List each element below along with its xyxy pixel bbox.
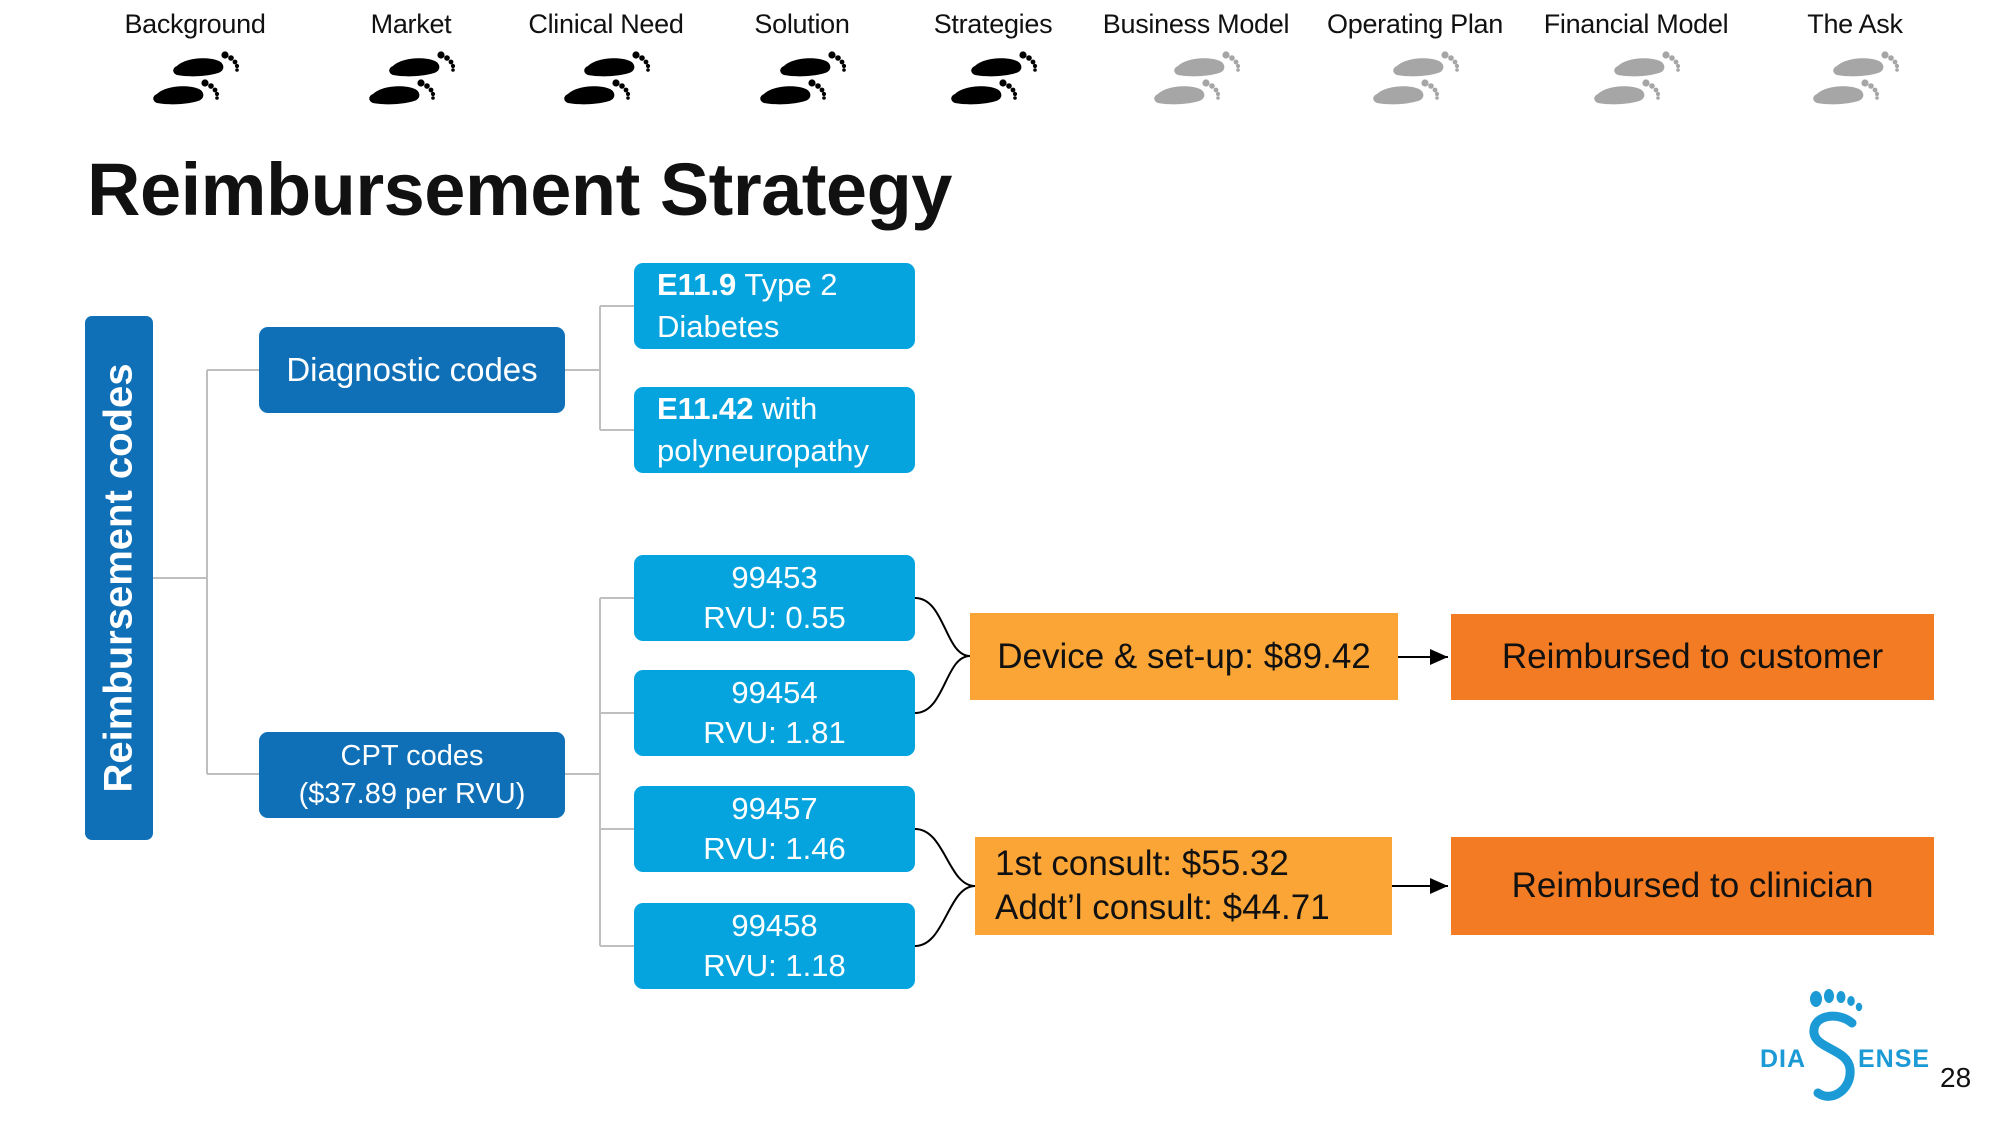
footprints-icon: [1373, 51, 1460, 105]
cpt-code-99454: 99454 RVU: 1.81: [634, 670, 915, 756]
connector-cpt: [565, 597, 634, 947]
nav-step-label: Clinical Need: [528, 9, 684, 39]
nav-step-label: Business Model: [1102, 9, 1290, 39]
nav-step-operating-plan: Operating Plan: [1305, 4, 1525, 114]
nav-step-label: Background: [124, 9, 266, 39]
brace-device: [914, 597, 971, 714]
nav-step-label: Financial Model: [1543, 9, 1729, 39]
logo-text-left: DIA: [1760, 1045, 1807, 1073]
footprints-icon: [1594, 51, 1681, 105]
root-label: Reimbursement codes: [96, 363, 141, 793]
footprints-icon: [564, 51, 651, 105]
code-id: E11.9: [657, 267, 737, 302]
cpt-code-99457: 99457 RVU: 1.46: [634, 786, 915, 872]
nav-step-business-model: Business Model: [1086, 4, 1306, 114]
cpt-code-id: 99454: [731, 675, 818, 710]
reimbursed-label: Reimbursed to clinician: [1511, 866, 1874, 905]
page-title: Reimbursement Strategy: [87, 148, 952, 231]
diasense-logo: DIA ENSE: [1748, 985, 1931, 1117]
cpt-code-id: 99453: [731, 560, 818, 595]
cpt-code-rvu: RVU: 1.81: [703, 715, 846, 750]
page-number: 28: [1940, 1062, 1972, 1093]
code-desc-line1: with: [762, 391, 818, 426]
nav-step-the-ask: The Ask: [1745, 4, 1965, 114]
footprints-icon: [1813, 51, 1900, 105]
connector-root: [153, 369, 259, 775]
amount-line1: 1st consult: $55.32: [995, 844, 1289, 883]
reimbursed-to-clinician: Reimbursed to clinician: [1451, 837, 1934, 935]
code-desc-line1: Type 2: [744, 267, 838, 302]
footprints-icon: [1154, 51, 1241, 105]
category-label-line2: ($37.89 per RVU): [298, 778, 526, 810]
nav-step-background: Background: [85, 4, 305, 114]
amount-line2: Addt’l consult: $44.71: [995, 888, 1330, 927]
cpt-code-id: 99458: [731, 908, 818, 943]
category-cpt-codes: CPT codes ($37.89 per RVU): [259, 732, 565, 818]
nav-step-label: Strategies: [933, 9, 1053, 39]
category-label: Diagnostic codes: [286, 351, 538, 388]
nav-step-solution: Solution: [692, 4, 912, 114]
nav-step-strategies: Strategies: [883, 4, 1103, 114]
code-desc-line2: polyneuropathy: [657, 433, 869, 468]
progress-nav: Background Market Clinical Need Solution…: [0, 0, 2000, 120]
nav-step-label: The Ask: [1807, 9, 1903, 39]
nav-step-label: Solution: [754, 9, 850, 39]
cpt-code-99453: 99453 RVU: 0.55: [634, 555, 915, 641]
amount-consult: 1st consult: $55.32 Addt’l consult: $44.…: [975, 837, 1392, 935]
brace-consult: [914, 828, 976, 947]
category-diagnostic-codes: Diagnostic codes: [259, 327, 565, 413]
cpt-code-rvu: RVU: 0.55: [703, 600, 846, 635]
amount-device-setup: Device & set-up: $89.42: [970, 613, 1398, 700]
nav-step-financial-model: Financial Model: [1526, 4, 1746, 114]
cpt-code-rvu: RVU: 1.46: [703, 831, 846, 866]
cpt-code-id: 99457: [731, 791, 818, 826]
foot-s-logo-icon: [1809, 989, 1863, 1101]
nav-step-market: Market: [301, 4, 521, 114]
amount-label: Device & set-up: $89.42: [997, 636, 1371, 676]
nav-step-clinical-need: Clinical Need: [496, 4, 716, 114]
category-label-line1: CPT codes: [340, 740, 484, 772]
footprints-icon: [760, 51, 847, 105]
diagnostic-code-e11-9: E11.9 Type 2 Diabetes: [634, 263, 915, 349]
code-id: E11.42: [657, 391, 754, 426]
logo-text-right: ENSE: [1858, 1045, 1931, 1073]
root-node-reimbursement-codes: Reimbursement codes: [85, 316, 153, 840]
reimbursed-label: Reimbursed to customer: [1501, 637, 1884, 676]
nav-step-label: Market: [370, 9, 452, 39]
footprints-icon: [951, 51, 1038, 105]
diagnostic-code-e11-42: E11.42 with polyneuropathy: [634, 387, 915, 473]
cpt-code-rvu: RVU: 1.18: [703, 948, 846, 983]
cpt-code-99458: 99458 RVU: 1.18: [634, 903, 915, 989]
footprints-icon: [153, 51, 240, 105]
code-desc-line2: Diabetes: [657, 309, 780, 344]
reimbursed-to-customer: Reimbursed to customer: [1451, 614, 1934, 700]
connector-diagnostic: [565, 305, 634, 431]
footprints-icon: [369, 51, 456, 105]
nav-step-label: Operating Plan: [1327, 9, 1503, 39]
